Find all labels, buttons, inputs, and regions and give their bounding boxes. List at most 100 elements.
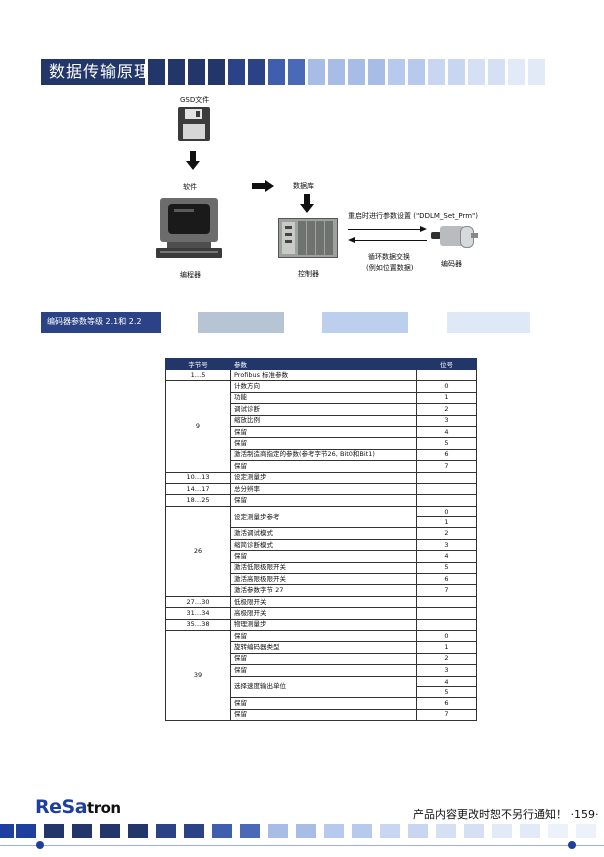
bit-cell: 2 <box>416 403 477 416</box>
footer-decor-square <box>240 824 260 838</box>
param-cell: 保留 <box>230 664 417 677</box>
footer-decor-square <box>296 824 316 838</box>
bit-value: 4 <box>417 677 476 687</box>
footer-decor-square <box>464 824 484 838</box>
param-cell: 保留 <box>230 460 417 473</box>
param-cell: 激活制造商指定的参数(参考字节26, Bit0和Bit1) <box>230 448 417 462</box>
floppy-disk-icon <box>178 107 210 141</box>
byte-cell: 26 <box>165 505 231 597</box>
title-decor-square <box>388 59 405 85</box>
footer-decor-square <box>184 824 204 838</box>
param-cell: 低极限开关 <box>230 595 417 609</box>
database-label: 数据库 <box>293 182 314 190</box>
restart-parameter-text: 重启时进行参数设置 ("DDLM_Set_Prm") <box>348 212 479 220</box>
bit-cell: 1 <box>416 641 477 654</box>
title-decor-square <box>368 59 385 85</box>
title-decor-square <box>468 59 485 85</box>
section-band <box>322 312 408 333</box>
title-decor-square <box>328 59 345 85</box>
arrow-down-icon <box>190 151 196 161</box>
footer-decor-square <box>212 824 232 838</box>
param-cell: 激活低限极限开关 <box>230 561 417 575</box>
bit-cell: 5 <box>416 437 477 450</box>
footer-decor-square <box>44 824 64 838</box>
param-cell: 保留 <box>230 437 417 450</box>
programmer-computer-icon <box>160 198 218 242</box>
byte-cell: 14…17 <box>165 482 231 496</box>
header-bit: 位号 <box>416 358 477 370</box>
param-cell: 设定测量步参考 <box>230 505 417 529</box>
controller-label: 控制器 <box>298 270 319 278</box>
table-header-row: 字节号 参数 位号 <box>165 358 477 370</box>
footer-decor-square <box>548 824 568 838</box>
footer-decor-square <box>352 824 372 838</box>
title-decor-square <box>268 59 285 85</box>
section-band <box>447 312 530 333</box>
title-decor-square <box>488 59 505 85</box>
bit-cell: 7 <box>416 460 477 473</box>
footer-decor-square <box>0 824 14 838</box>
param-cell: 激活高限极限开关 <box>230 573 417 586</box>
bit-cell: 7 <box>416 708 477 722</box>
footer-line <box>0 845 604 846</box>
arrow-right-icon <box>252 183 265 189</box>
arrow-down-icon-2 <box>304 194 310 204</box>
param-cell: 调试诊断 <box>230 403 417 416</box>
footer-decor-square <box>16 824 36 838</box>
param-cell: 保留 <box>230 425 417 439</box>
encoder-icon <box>440 226 464 246</box>
param-cell: 保留 <box>230 550 417 563</box>
section-band <box>198 312 284 333</box>
bit-cell: 2 <box>416 652 477 666</box>
programmer-label: 编程器 <box>180 271 201 279</box>
footer-notice: 产品内容更改时恕不另行通知！ ·159· <box>413 808 599 821</box>
bit-value: 0 <box>417 507 476 518</box>
byte-cell: 31…34 <box>165 607 231 620</box>
cyclic-exchange-text: 循环数据交换 <box>368 253 410 261</box>
title-decor-square <box>408 59 425 85</box>
page-title: 数据传输原理 <box>49 62 152 81</box>
resatron-logo: ReSatron <box>35 796 121 818</box>
title-decor-square <box>528 59 545 85</box>
title-decor-square <box>508 59 525 85</box>
bit-cell: 3 <box>416 414 477 427</box>
controller-plc-icon <box>278 218 338 258</box>
bit-cell <box>416 595 477 609</box>
bit-cell <box>416 494 477 507</box>
bit-cell <box>416 482 477 496</box>
param-cell: Profibus 标准参数 <box>230 368 417 382</box>
byte-cell: 39 <box>165 629 231 722</box>
page-number: ·159· <box>570 808 599 821</box>
bit-cell: 6 <box>416 448 477 462</box>
param-cell: 激活参数字节 27 <box>230 584 417 597</box>
param-cell: 激活调试模式 <box>230 527 417 540</box>
param-cell: 选择速度输出单位 <box>230 675 417 699</box>
section-title: 编码器参数等级 2.1和 2.2 <box>47 317 142 326</box>
encoder-label: 编码器 <box>441 260 462 268</box>
bit-value: 1 <box>444 518 449 527</box>
bit-cell: 3 <box>416 664 477 677</box>
bit-cell: 5 <box>416 561 477 575</box>
gsd-file-label: GSD文件 <box>180 96 210 104</box>
title-decor-square <box>248 59 265 85</box>
footer-dot <box>36 841 44 849</box>
bit-cell <box>416 618 477 632</box>
param-cell: 计数方向 <box>230 380 417 393</box>
title-decor-square <box>228 59 245 85</box>
title-decor-square <box>288 59 305 85</box>
